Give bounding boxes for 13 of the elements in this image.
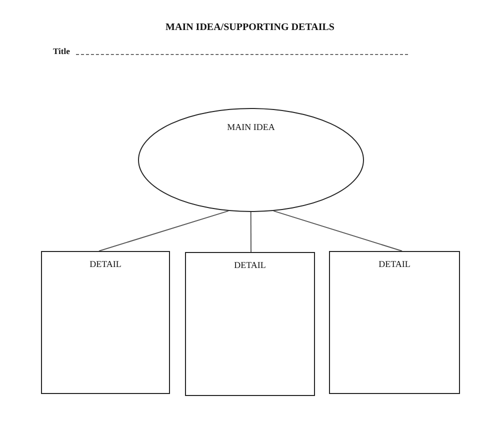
detail-box [185, 252, 315, 396]
detail-box [329, 251, 460, 394]
page-title: MAIN IDEA/SUPPORTING DETAILS [164, 22, 336, 33]
connector-line [250, 212, 252, 252]
connector-line [98, 210, 229, 252]
main-idea-ellipse [138, 108, 364, 212]
node-label: DETAIL [378, 259, 410, 269]
field-label: Title [53, 46, 70, 56]
node-label: DETAIL [90, 259, 122, 269]
connector-line [273, 210, 402, 252]
node-label: DETAIL [234, 260, 266, 270]
node-label: MAIN IDEA [227, 122, 275, 132]
detail-box [41, 251, 170, 394]
